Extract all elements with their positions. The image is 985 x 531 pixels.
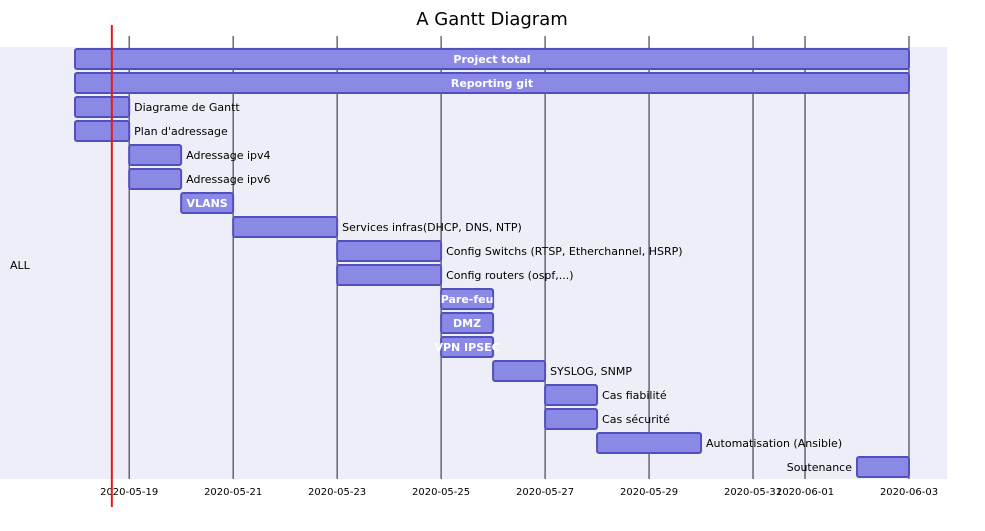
task-label: VPN IPSEC	[434, 341, 499, 354]
task-label: SYSLOG, SNMP	[550, 365, 632, 378]
task-label: Plan d'adressage	[134, 125, 228, 138]
task-bar	[544, 384, 599, 406]
x-tick-label: 2020-05-23	[308, 487, 366, 498]
task-label: Project total	[453, 53, 530, 66]
x-tick-label: 2020-06-03	[880, 487, 938, 498]
task-bar	[440, 288, 495, 310]
task-label: VLANS	[187, 197, 228, 210]
task-bar	[128, 168, 183, 190]
task-label: Cas sécurité	[602, 413, 670, 426]
task-label: Config Switchs (RTSP, Etherchannel, HSRP…	[446, 245, 682, 258]
x-tick-label: 2020-05-19	[100, 487, 158, 498]
task-label: Pare-feu	[441, 293, 494, 306]
x-tick-label: 2020-05-31	[724, 487, 782, 498]
x-tick-label: 2020-05-25	[412, 487, 470, 498]
x-tick-label: 2020-05-21	[204, 487, 262, 498]
task-label: DMZ	[453, 317, 481, 330]
task-label: Adressage ipv6	[186, 173, 270, 186]
task-bar	[74, 48, 910, 70]
section-band	[0, 47, 947, 479]
chart-title: A Gantt Diagram	[416, 9, 568, 30]
task-bar	[336, 264, 443, 286]
task-bar	[440, 312, 495, 334]
task-bar	[74, 120, 131, 142]
task-label: Services infras(DHCP, DNS, NTP)	[342, 221, 522, 234]
task-bar	[336, 240, 443, 262]
task-bar	[180, 192, 235, 214]
task-label: Automatisation (Ansible)	[706, 437, 842, 450]
time-grid: 2020-05-19 2020-05-21 2020-05-23 2020-05-25…	[100, 36, 938, 498]
task-bar	[74, 72, 910, 94]
task-bar	[232, 216, 339, 238]
x-tick-label: 2020-06-01	[776, 487, 834, 498]
task-bar	[856, 456, 910, 478]
task-label: Adressage ipv4	[186, 149, 270, 162]
task-bar	[544, 408, 599, 430]
section-label: ALL	[10, 259, 31, 272]
task-bar	[440, 336, 495, 358]
task-label: Diagrame de Gantt	[134, 101, 240, 114]
task-label: Config routers (ospf,...)	[446, 269, 574, 282]
task-bar	[74, 96, 131, 118]
task-bar	[596, 432, 703, 454]
task-label: Cas fiabilité	[602, 389, 667, 402]
task-label: Soutenance	[787, 461, 852, 474]
x-tick-label: 2020-05-29	[620, 487, 678, 498]
task-label: Reporting git	[451, 77, 533, 90]
task-bar	[492, 360, 547, 382]
x-tick-label: 2020-05-27	[516, 487, 574, 498]
task-bar	[128, 144, 183, 166]
